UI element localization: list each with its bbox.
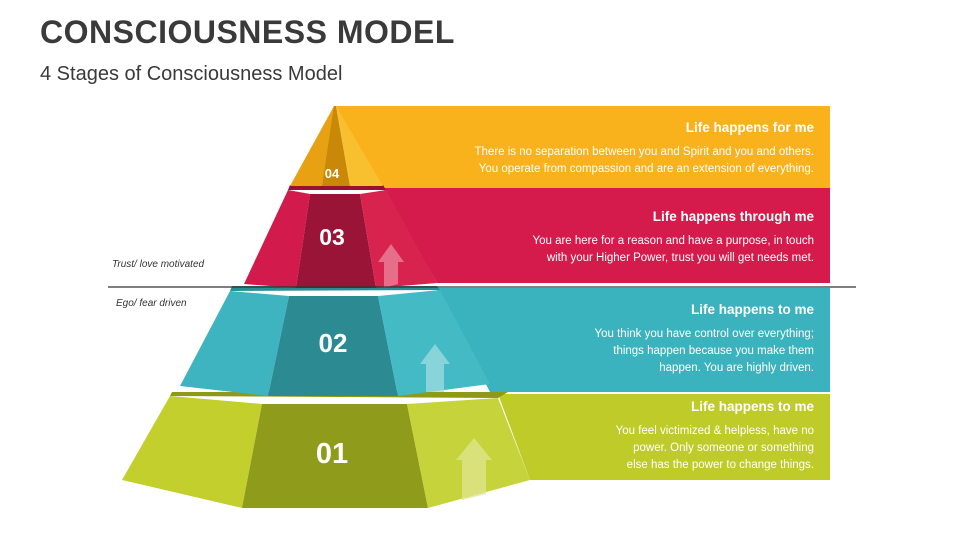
stage-04-heading: Life happens for me: [685, 120, 814, 135]
band-01: [498, 394, 830, 480]
stage-01-line: You feel victimized & helpless, have no: [615, 425, 814, 437]
stage-03-line: You are here for a reason and have a pur…: [532, 235, 814, 247]
stage-03-line: with your Higher Power, trust you will g…: [546, 252, 814, 264]
stage-02-heading: Life happens to me: [690, 302, 814, 317]
stage-03-text: Life happens through me You are here for…: [532, 209, 814, 267]
arrow-up-icon: [378, 244, 404, 288]
stage-01-text: Life happens to me You feel victimized &…: [616, 399, 814, 474]
divider-upper-label: Trust/ love motivated: [112, 259, 205, 270]
stage-02-line: You think you have control over everythi…: [594, 328, 815, 340]
stage-number-02: 02: [318, 328, 348, 358]
stage-01-line: else has the power to change things.: [626, 459, 814, 471]
arrow-up-icon: [456, 438, 492, 500]
band-03: [383, 188, 830, 283]
stage-04-text: Life happens for me There is no separati…: [475, 120, 814, 178]
stage-01-line: power. Only someone or something: [633, 442, 814, 454]
stage-number-01: 01: [315, 438, 349, 470]
tier-02: [180, 286, 490, 396]
stage-01-heading: Life happens to me: [690, 399, 814, 414]
stage-number-03: 03: [319, 224, 345, 250]
stage-02-text: Life happens to me You think you have co…: [595, 302, 815, 377]
page-subtitle: 4 Stages of Consciousness Model: [40, 63, 343, 85]
divider-lower-label: Ego/ fear driven: [116, 298, 187, 309]
stage-number-04: 04: [324, 166, 340, 181]
tier-01: [122, 392, 530, 508]
stage-04-line: You operate from compassion and are an e…: [478, 163, 814, 175]
band-04: [336, 106, 830, 188]
tier-03: [244, 185, 437, 288]
arrow-up-icon: [420, 344, 450, 392]
tier-04: [290, 106, 383, 186]
band-02: [436, 288, 830, 392]
stage-04-line: There is no separation between you and S…: [474, 146, 814, 158]
page-title: CONSCIOUSNESS MODEL: [40, 14, 455, 50]
stage-02-line: things happen because you make them: [613, 345, 814, 357]
stage-03-heading: Life happens through me: [652, 209, 814, 224]
stage-02-line: happen. You are highly driven.: [659, 362, 814, 374]
